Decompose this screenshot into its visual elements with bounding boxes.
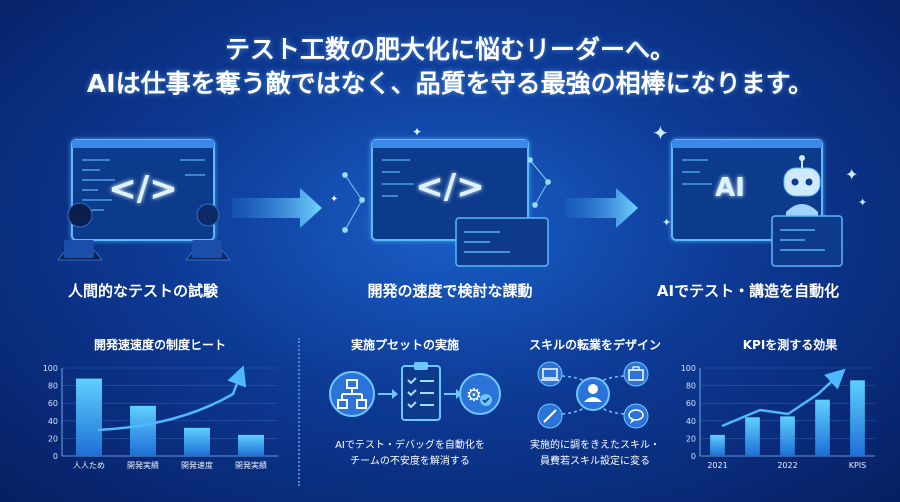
- bar: [184, 427, 210, 456]
- svg-text:✦: ✦: [330, 194, 338, 205]
- step-label-2: 開発の速度で検討な課動: [367, 282, 533, 300]
- headline-line1: テスト工数の肥大化に悩むリーダーへ。: [224, 35, 675, 64]
- arrow-right-icon: [566, 188, 638, 228]
- flow-diagram: ⚙: [329, 362, 501, 421]
- step-label-3: AIでテスト・講造を自動化: [656, 282, 840, 300]
- step-label-1: 人間的なテストの試験: [67, 282, 218, 300]
- y-tick-label: 100: [43, 364, 58, 373]
- code-window-network-icon: </> ✦ ✦: [330, 125, 551, 267]
- svg-text:AI: AI: [715, 173, 745, 203]
- bar: [850, 380, 865, 456]
- code-monitor-with-people-icon: </>: [57, 139, 231, 261]
- svg-text:✦: ✦: [412, 125, 422, 139]
- y-tick-label: 20: [686, 434, 696, 443]
- y-tick-label: 100: [681, 364, 696, 373]
- bar: [238, 434, 264, 456]
- chat-bubble-icon: [623, 403, 649, 429]
- svg-text:✦: ✦: [845, 165, 858, 184]
- bar: [130, 405, 156, 456]
- y-tick-label: 40: [686, 417, 696, 426]
- briefcase-icon: [623, 361, 649, 387]
- bar: [710, 434, 725, 456]
- checklist-clipboard-icon: [401, 362, 441, 421]
- flow-caption-1: AIでテスト・デバッグを自動化を: [335, 440, 485, 451]
- x-tick-label: 開発実績: [127, 460, 159, 470]
- section-divider: [298, 338, 300, 486]
- x-tick-label: 開発速度: [181, 460, 213, 470]
- svg-text:⚙: ⚙: [466, 385, 482, 406]
- x-tick-label: 2021: [707, 461, 727, 470]
- svg-text:</>: </>: [415, 167, 484, 207]
- skill-network-diagram: [537, 361, 649, 429]
- y-tick-label: 0: [53, 452, 58, 461]
- flow-title: 実施プセットの実施: [350, 338, 459, 352]
- chart1-title: 開発速速度の制度ヒート: [93, 338, 226, 352]
- trend-arrow: [97, 365, 247, 432]
- svg-text:</>: </>: [108, 169, 177, 209]
- skill-caption-2: 員費若スキル設定に変る: [540, 456, 650, 467]
- y-tick-label: 60: [686, 399, 696, 408]
- headline-line2: AIは仕事を奪う敵ではなく、品質を守る最強の相棒になります。: [86, 69, 814, 98]
- x-tick-label: 開発実績: [235, 460, 267, 470]
- ai-robot-window-icon: AI ✦ ✦ ✦ ✦: [652, 121, 867, 267]
- y-tick-label: 80: [686, 382, 696, 391]
- bar: [745, 417, 760, 456]
- svg-text:✦: ✦: [662, 216, 671, 229]
- svg-text:✦: ✦: [858, 196, 867, 209]
- chart2-title: KPIを測する効果: [742, 338, 838, 352]
- y-tick-label: 60: [48, 399, 58, 408]
- svg-text:✦: ✦: [652, 121, 669, 145]
- pencil-icon: [537, 403, 563, 429]
- chart1-bar-chart: 0 20 40 60 80 100 人人ため 開発実績 開発速度 開発実績: [43, 364, 278, 470]
- trend-arrow: [721, 368, 846, 428]
- y-tick-label: 80: [48, 382, 58, 391]
- x-tick-label: KPIS: [849, 461, 867, 470]
- laptop-icon: [537, 361, 563, 387]
- y-tick-label: 40: [48, 417, 58, 426]
- arrow-right-icon: [232, 188, 322, 228]
- x-tick-label: 人人ため: [73, 461, 105, 470]
- skill-caption-1: 実施的に調をきえたスキル・: [530, 440, 660, 451]
- bar: [76, 378, 102, 456]
- flow-caption-2: チームの不安度を解消する: [350, 456, 470, 467]
- y-tick-label: 0: [691, 452, 696, 461]
- process-illustration: </> </> ✦ ✦: [57, 121, 867, 267]
- bar: [780, 416, 795, 456]
- skill-title: スキルの転業をデザイン: [528, 338, 661, 352]
- y-tick-label: 20: [48, 434, 58, 443]
- x-tick-label: 2022: [777, 461, 797, 470]
- chart2-bar-chart: 0 20 40 60 80 100 2021 2022 KPIS: [681, 364, 875, 470]
- bar: [815, 399, 830, 456]
